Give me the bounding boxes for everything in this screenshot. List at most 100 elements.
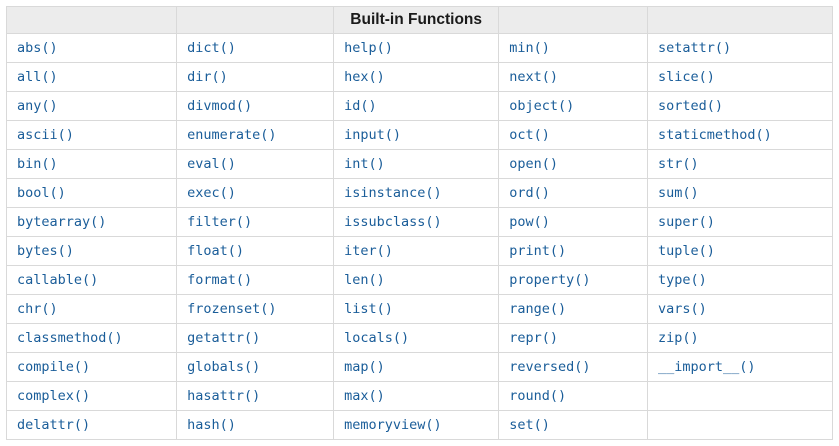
- function-link[interactable]: round(): [509, 388, 567, 404]
- function-link[interactable]: help(): [344, 40, 393, 56]
- function-link[interactable]: max(): [344, 388, 385, 404]
- cell: frozenset(): [176, 294, 335, 324]
- function-link[interactable]: ascii(): [17, 127, 74, 143]
- cell: help(): [333, 33, 500, 63]
- table-row: complex() hasattr() max() round(): [5, 381, 834, 411]
- cell: zip(): [646, 323, 834, 353]
- empty-cell: [646, 381, 834, 411]
- cell: next(): [498, 62, 648, 92]
- function-link[interactable]: sum(): [657, 185, 699, 201]
- table-row: bytearray() filter() issubclass() pow() …: [5, 207, 834, 237]
- function-link[interactable]: ord(): [509, 185, 550, 201]
- function-link[interactable]: property(): [509, 272, 591, 288]
- function-link[interactable]: abs(): [17, 40, 58, 56]
- function-link[interactable]: iter(): [344, 243, 393, 259]
- function-link[interactable]: bytearray(): [17, 214, 107, 230]
- function-link[interactable]: object(): [509, 98, 575, 114]
- function-link[interactable]: dir(): [187, 69, 228, 85]
- function-link[interactable]: tuple(): [657, 243, 715, 259]
- function-link[interactable]: hex(): [344, 69, 385, 85]
- function-link[interactable]: min(): [509, 40, 550, 56]
- table-row: abs() dict() help() min() setattr(): [5, 33, 834, 63]
- function-link[interactable]: set(): [509, 417, 550, 433]
- function-link[interactable]: float(): [187, 243, 245, 259]
- function-link[interactable]: isinstance(): [344, 185, 442, 201]
- function-link[interactable]: type(): [657, 272, 707, 288]
- function-link[interactable]: map(): [344, 359, 385, 375]
- function-link[interactable]: id(): [344, 98, 377, 114]
- function-link[interactable]: globals(): [187, 359, 261, 375]
- function-link[interactable]: list(): [344, 301, 393, 317]
- function-link[interactable]: enumerate(): [187, 127, 277, 143]
- function-link[interactable]: zip(): [657, 330, 699, 346]
- function-link[interactable]: eval(): [187, 156, 236, 172]
- function-link[interactable]: int(): [344, 156, 385, 172]
- table-row: any() divmod() id() object() sorted(): [5, 91, 834, 121]
- function-link[interactable]: callable(): [17, 272, 99, 288]
- cell: complex(): [5, 381, 178, 411]
- cell: repr(): [498, 323, 648, 353]
- table-row: chr() frozenset() list() range() vars(): [5, 294, 834, 324]
- cell: slice(): [646, 62, 834, 92]
- function-link[interactable]: format(): [187, 272, 253, 288]
- function-link[interactable]: bool(): [17, 185, 66, 201]
- function-link[interactable]: vars(): [657, 301, 707, 317]
- function-link[interactable]: print(): [509, 243, 567, 259]
- function-link[interactable]: oct(): [509, 127, 550, 143]
- function-link[interactable]: __import__(): [657, 359, 756, 375]
- function-link[interactable]: chr(): [17, 301, 58, 317]
- function-link[interactable]: all(): [17, 69, 58, 85]
- function-link[interactable]: memoryview(): [344, 417, 442, 433]
- function-link[interactable]: locals(): [344, 330, 410, 346]
- cell: exec(): [176, 178, 335, 208]
- function-link[interactable]: slice(): [657, 69, 715, 85]
- function-link[interactable]: repr(): [509, 330, 559, 346]
- function-link[interactable]: frozenset(): [187, 301, 277, 317]
- function-link[interactable]: exec(): [187, 185, 236, 201]
- function-link[interactable]: delattr(): [17, 417, 91, 433]
- cell: hasattr(): [176, 381, 335, 411]
- function-link[interactable]: dict(): [187, 40, 236, 56]
- cell: classmethod(): [5, 323, 178, 353]
- cell: open(): [498, 149, 648, 179]
- cell: hex(): [333, 62, 500, 92]
- function-link[interactable]: reversed(): [509, 359, 591, 375]
- function-link[interactable]: input(): [344, 127, 401, 143]
- function-link[interactable]: sorted(): [657, 98, 723, 114]
- function-link[interactable]: len(): [344, 272, 385, 288]
- function-link[interactable]: compile(): [17, 359, 91, 375]
- function-link[interactable]: getattr(): [187, 330, 261, 346]
- cell: float(): [176, 236, 335, 266]
- cell: map(): [333, 352, 500, 382]
- table-title: Built-in Functions: [333, 6, 500, 34]
- cell: bool(): [5, 178, 178, 208]
- function-link[interactable]: staticmethod(): [657, 127, 772, 143]
- cell: isinstance(): [333, 178, 500, 208]
- function-link[interactable]: issubclass(): [344, 214, 442, 230]
- cell: object(): [498, 91, 648, 121]
- cell: len(): [333, 265, 500, 295]
- function-link[interactable]: super(): [657, 214, 715, 230]
- function-link[interactable]: pow(): [509, 214, 550, 230]
- function-link[interactable]: divmod(): [187, 98, 253, 114]
- header-cell-spacer: [646, 6, 834, 34]
- header-cell-spacer: [176, 6, 335, 34]
- function-link[interactable]: hasattr(): [187, 388, 261, 404]
- function-link[interactable]: setattr(): [657, 40, 732, 56]
- cell: max(): [333, 381, 500, 411]
- cell: oct(): [498, 120, 648, 150]
- function-link[interactable]: classmethod(): [17, 330, 123, 346]
- function-link[interactable]: bin(): [17, 156, 58, 172]
- function-link[interactable]: next(): [509, 69, 559, 85]
- function-link[interactable]: filter(): [187, 214, 253, 230]
- cell: sorted(): [646, 91, 834, 121]
- function-link[interactable]: range(): [509, 301, 567, 317]
- builtin-functions-table: Built-in Functions abs() dict() help() m…: [5, 6, 834, 440]
- function-link[interactable]: bytes(): [17, 243, 74, 259]
- function-link[interactable]: any(): [17, 98, 58, 114]
- function-link[interactable]: hash(): [187, 417, 236, 433]
- cell: ascii(): [5, 120, 178, 150]
- function-link[interactable]: complex(): [17, 388, 91, 404]
- function-link[interactable]: open(): [509, 156, 559, 172]
- function-link[interactable]: str(): [657, 156, 699, 172]
